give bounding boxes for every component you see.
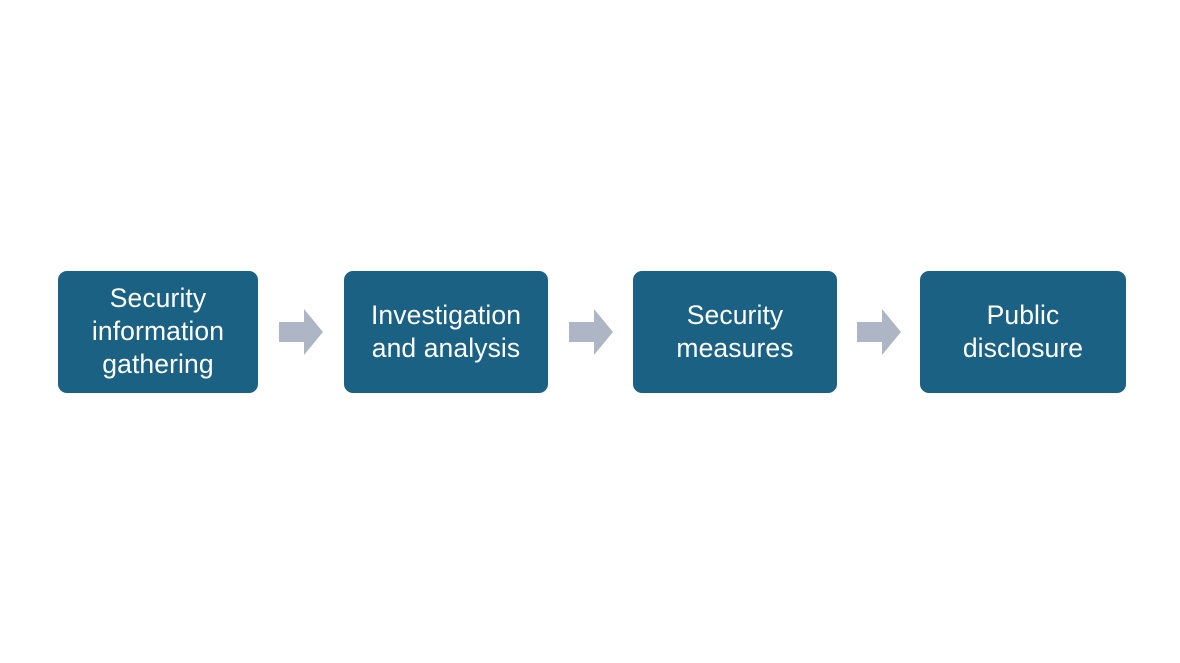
flow-connector-1 bbox=[258, 271, 344, 393]
flow-stage-label: Security measures bbox=[676, 299, 794, 363]
flow-stage-security-measures[interactable]: Security measures bbox=[633, 270, 837, 393]
flow-stage-security-information-gathering[interactable]: Security information gathering bbox=[58, 270, 258, 393]
flow-stage-label: Investigation and analysis bbox=[370, 299, 522, 363]
flow-stage-label: Security information gathering bbox=[91, 283, 225, 379]
flow-stage-label: Public disclosure bbox=[962, 299, 1084, 363]
right-block-arrow-icon bbox=[568, 308, 613, 355]
right-block-arrow-icon bbox=[856, 308, 901, 355]
flow-stage-investigation-and-analysis[interactable]: Investigation and analysis bbox=[344, 270, 548, 393]
flow-stage-public-disclosure[interactable]: Public disclosure bbox=[920, 270, 1126, 393]
right-block-arrow-icon bbox=[279, 308, 323, 355]
flow-connector-3 bbox=[837, 271, 920, 393]
flow-connector-2 bbox=[548, 271, 633, 393]
